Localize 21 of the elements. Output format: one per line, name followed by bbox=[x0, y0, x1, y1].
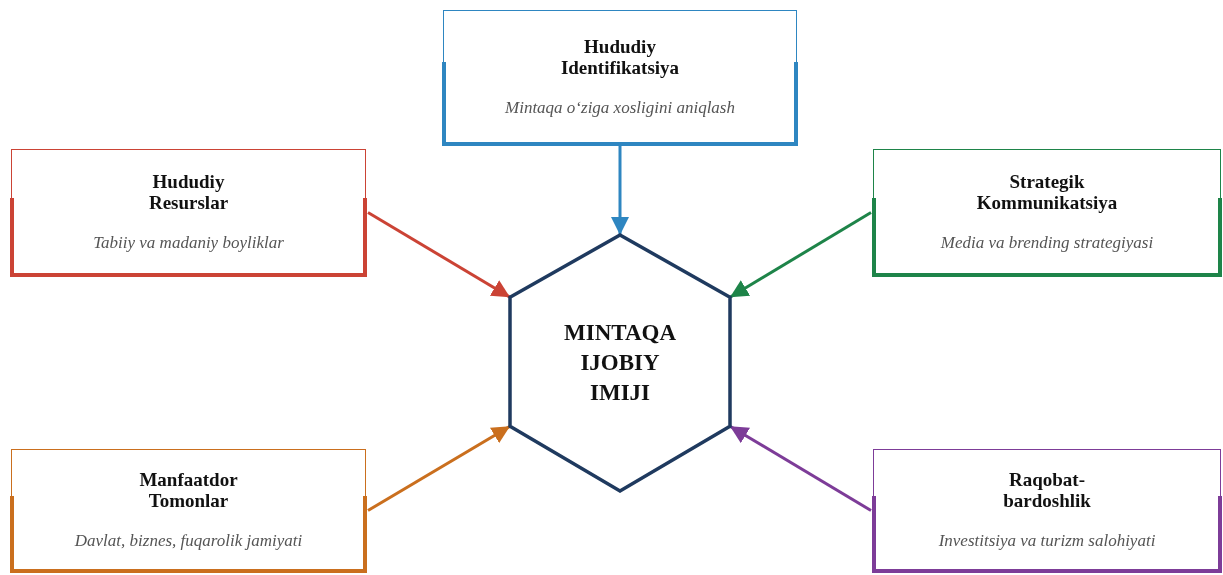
factor-box bbox=[11, 449, 366, 572]
box-heading: Hududiy Identifikatsiya bbox=[559, 36, 681, 79]
arrow bbox=[729, 424, 872, 512]
factor-box bbox=[873, 449, 1221, 572]
center-title: MINTAQA IJOBIY IMIJI bbox=[563, 319, 677, 407]
arrow bbox=[367, 211, 511, 299]
arrow bbox=[729, 211, 872, 299]
box-description: Mintaqa o‘ziga xosligini aniqlash bbox=[505, 98, 735, 119]
arrow bbox=[367, 424, 511, 512]
factor-box bbox=[443, 10, 797, 145]
factor-box bbox=[873, 149, 1221, 276]
box-heading: Raqobat-bardoshlik bbox=[1002, 469, 1092, 512]
factor-box bbox=[11, 149, 366, 276]
box-description: Media va brending strategiyasi bbox=[940, 233, 1154, 254]
box-heading: Manfaatdor Tomonlar bbox=[138, 469, 239, 512]
box-heading: Hududiy Resurslar bbox=[147, 171, 230, 214]
box-description: Investitsiya va turizm salohiyati bbox=[938, 531, 1156, 552]
arrow bbox=[611, 145, 629, 235]
box-heading: Strategik Kommunikatsiya bbox=[975, 171, 1119, 214]
box-description: Davlat, biznes, fuqarolik jamiyati bbox=[74, 531, 303, 552]
box-description: Tabiiy va madaniy boyliklar bbox=[93, 233, 284, 254]
